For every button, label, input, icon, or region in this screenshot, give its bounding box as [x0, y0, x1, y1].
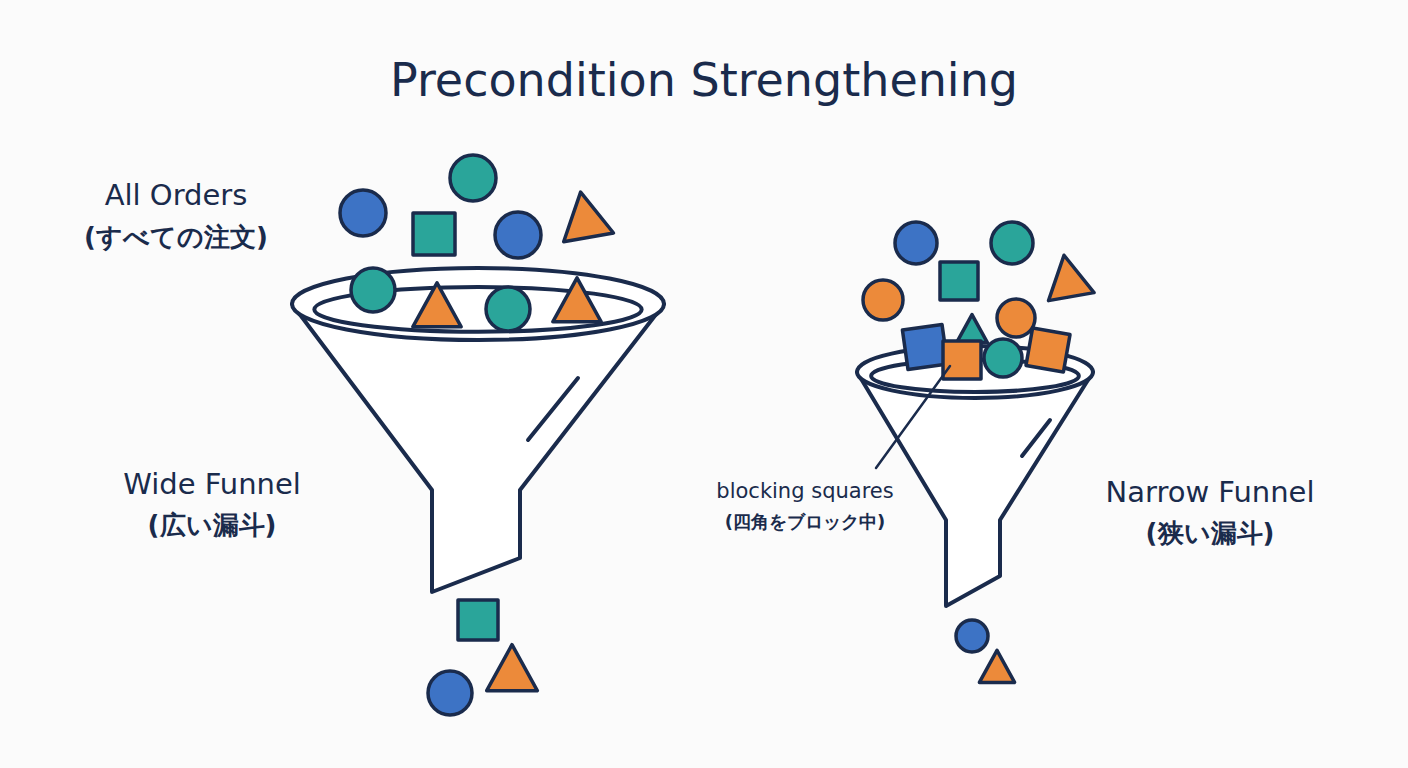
order-shapes [340, 155, 1094, 715]
order-circle [991, 222, 1033, 264]
funnel-label: blocking squares [716, 479, 893, 503]
order-triangle [1041, 251, 1094, 300]
order-square [413, 213, 455, 255]
funnel-label: Narrow Funnel [1106, 475, 1315, 509]
order-circle [956, 620, 988, 652]
order-triangle [957, 315, 988, 343]
narrow-funnel [857, 346, 1093, 606]
order-circle [486, 287, 530, 331]
order-triangle [556, 188, 614, 242]
funnel-label-translation: (狭い漏斗) [1146, 516, 1275, 551]
funnel-body [292, 304, 664, 592]
order-square [902, 324, 947, 369]
funnel-label-translation: (広い漏斗) [148, 508, 277, 543]
title: Precondition Strengthening [390, 53, 1018, 107]
funnel-label: All Orders [105, 178, 248, 212]
order-triangle [553, 278, 601, 322]
order-circle [997, 299, 1035, 337]
order-circle [495, 212, 541, 258]
order-circle [984, 339, 1022, 377]
funnel-highlight [528, 378, 578, 440]
order-square [1026, 328, 1070, 372]
order-circle [895, 222, 937, 264]
funnel-label: Wide Funnel [123, 467, 301, 501]
wide-funnel [292, 268, 664, 592]
funnel-label-translation: (四角をブロック中) [725, 510, 885, 534]
leader-line [876, 366, 950, 468]
order-triangle [413, 283, 461, 327]
order-square [940, 262, 978, 300]
funnel-rim [292, 268, 664, 340]
funnel-highlight [1022, 420, 1050, 456]
order-square [458, 600, 498, 640]
order-square [943, 341, 981, 379]
order-circle [863, 280, 903, 320]
funnel-label-translation: (すべての注文) [84, 220, 268, 255]
order-triangle [487, 645, 538, 691]
order-circle [351, 268, 395, 312]
order-circle [428, 671, 472, 715]
order-triangle [979, 650, 1014, 682]
order-circle [450, 155, 496, 201]
order-circle [340, 190, 386, 236]
